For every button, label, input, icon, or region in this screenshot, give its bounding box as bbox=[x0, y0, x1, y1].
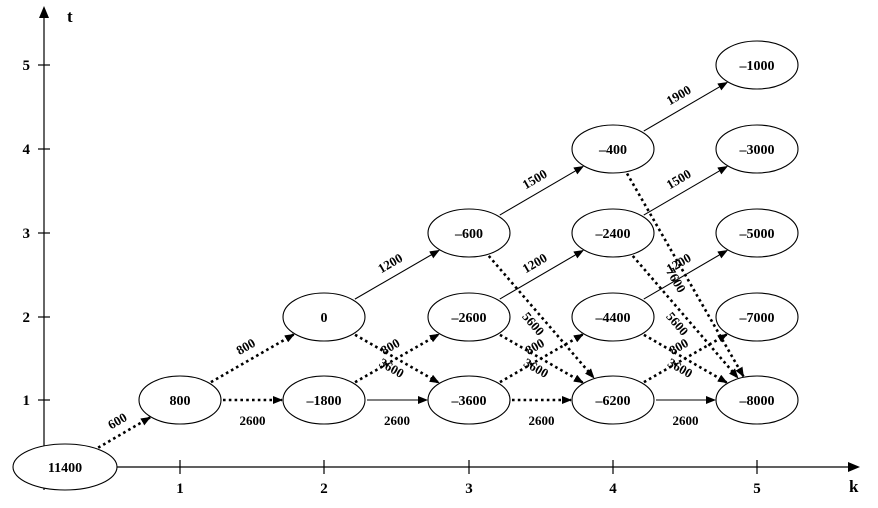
node-ellipse bbox=[12, 443, 118, 491]
edge-label: 2600 bbox=[240, 413, 266, 428]
edge-n44-n55 bbox=[643, 81, 728, 132]
edge-n43-n54 bbox=[643, 165, 728, 216]
edge-n22-n33 bbox=[354, 249, 440, 300]
node-n32: –2600 bbox=[427, 292, 511, 342]
node-n22: 0 bbox=[282, 292, 366, 342]
node-n53: –5000 bbox=[715, 208, 799, 258]
edge-n11-n22 bbox=[210, 333, 295, 384]
x-tick-label: 3 bbox=[465, 481, 473, 497]
edge-label: 2600 bbox=[529, 413, 555, 428]
edge-label: 800 bbox=[378, 335, 402, 358]
node-ellipse bbox=[427, 292, 511, 342]
node-ellipse bbox=[138, 375, 222, 425]
node-value: –1800 bbox=[306, 394, 342, 409]
node-value: –400 bbox=[598, 143, 627, 158]
node-n31: –3600 bbox=[427, 375, 511, 425]
y-tick-label: 1 bbox=[23, 393, 31, 409]
edge-n44-n51 bbox=[625, 172, 745, 378]
node-value: –600 bbox=[454, 227, 483, 242]
node-ellipse bbox=[715, 124, 799, 174]
node-value: –3600 bbox=[451, 394, 487, 409]
y-tick-label: 5 bbox=[23, 58, 31, 74]
node-n43: –2400 bbox=[571, 208, 655, 258]
edge-label: 600 bbox=[105, 409, 129, 432]
node-value: 0 bbox=[321, 311, 328, 326]
edge-label: 5600 bbox=[519, 309, 547, 338]
edge-n42-n51 bbox=[643, 333, 728, 384]
y-tick-label: 2 bbox=[23, 310, 31, 326]
x-tick-label: 5 bbox=[753, 481, 761, 497]
node-value: –1000 bbox=[739, 59, 775, 74]
edge-label: 2600 bbox=[384, 413, 410, 428]
node-value: –2600 bbox=[451, 311, 487, 326]
edge-n22-n31 bbox=[354, 333, 440, 384]
node-value: –8000 bbox=[739, 394, 775, 409]
y-tick-label: 4 bbox=[23, 142, 31, 158]
node-value: –4400 bbox=[595, 311, 631, 326]
edge-label: 3600 bbox=[521, 355, 551, 381]
edge-n43-n51 bbox=[631, 255, 739, 379]
edge-label: 3600 bbox=[665, 355, 695, 381]
x-axis-arrow bbox=[848, 462, 860, 472]
node-ellipse bbox=[282, 375, 366, 425]
node-ellipse bbox=[715, 375, 799, 425]
node-ellipse bbox=[571, 208, 655, 258]
edge-label: 7600 bbox=[663, 265, 689, 295]
node-value: 11400 bbox=[48, 461, 82, 476]
node-n51: –8000 bbox=[715, 375, 799, 425]
edge-n00-n11 bbox=[97, 416, 151, 449]
edge-label: 3600 bbox=[377, 355, 407, 381]
node-n41: –6200 bbox=[571, 375, 655, 425]
node-n00: 11400 bbox=[12, 443, 118, 491]
node-n54: –3000 bbox=[715, 124, 799, 174]
node-ellipse bbox=[715, 40, 799, 90]
node-n42: –4400 bbox=[571, 292, 655, 342]
edge-label: 800 bbox=[522, 335, 546, 358]
node-value: –5000 bbox=[739, 227, 775, 242]
edge-label: 5600 bbox=[663, 309, 691, 338]
node-n33: –600 bbox=[427, 208, 511, 258]
edge-label: 2600 bbox=[673, 413, 699, 428]
node-n44: –400 bbox=[571, 124, 655, 174]
node-value: –7000 bbox=[739, 311, 775, 326]
x-tick-label: 1 bbox=[176, 481, 184, 497]
edge-n32-n41 bbox=[499, 333, 584, 384]
y-axis-name: t bbox=[67, 7, 73, 26]
y-axis-arrow bbox=[39, 6, 49, 18]
node-ellipse bbox=[571, 124, 655, 174]
node-value: 800 bbox=[170, 394, 191, 409]
node-n55: –1000 bbox=[715, 40, 799, 90]
x-tick-label: 2 bbox=[320, 481, 328, 497]
node-n11: 800 bbox=[138, 375, 222, 425]
edge-label: 800 bbox=[666, 335, 690, 358]
node-ellipse bbox=[571, 292, 655, 342]
x-axis-name: k bbox=[849, 477, 859, 496]
node-value: –3000 bbox=[739, 143, 775, 158]
node-value: –6200 bbox=[595, 394, 631, 409]
node-ellipse bbox=[427, 208, 511, 258]
node-ellipse bbox=[715, 292, 799, 342]
node-ellipse bbox=[427, 375, 511, 425]
edge-n33-n41 bbox=[487, 255, 595, 379]
edge-label: 800 bbox=[233, 335, 257, 358]
edge-n33-n44 bbox=[499, 165, 584, 216]
node-n21: –1800 bbox=[282, 375, 366, 425]
edge-n32-n43 bbox=[499, 249, 584, 300]
node-ellipse bbox=[715, 208, 799, 258]
node-n52: –7000 bbox=[715, 292, 799, 342]
x-tick-label: 4 bbox=[609, 481, 617, 497]
node-ellipse bbox=[282, 292, 366, 342]
y-tick-label: 3 bbox=[23, 226, 31, 242]
node-value: –2400 bbox=[595, 227, 631, 242]
node-ellipse bbox=[571, 375, 655, 425]
